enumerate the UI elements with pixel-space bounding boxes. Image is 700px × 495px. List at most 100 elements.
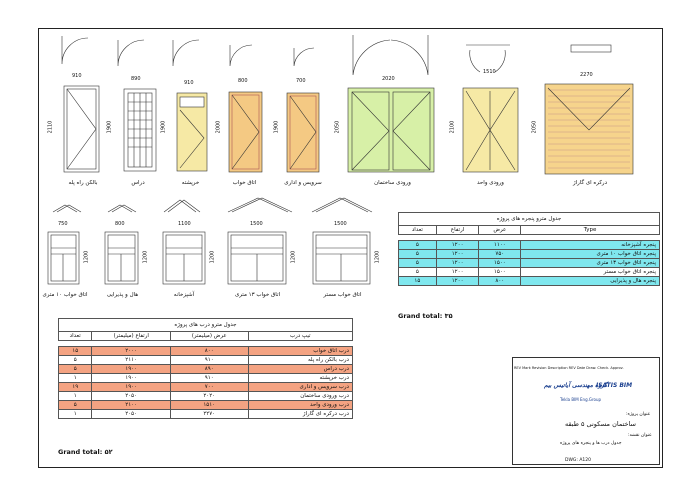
window-4-width: 1500 — [250, 221, 263, 227]
door-cell-h: ۲۱۰۰ — [91, 400, 171, 410]
window-schedule-table: جدول مترو پنجره های پروژه Type عرض ارتفا… — [398, 212, 660, 286]
window-cell-n: ۵ — [398, 267, 437, 277]
company-name-fa: گروه مهندسی آیاتیس بیم — [544, 382, 608, 389]
door-cell-w: ۷۰۰ — [169, 382, 249, 392]
door-4-height: 2000 — [215, 120, 222, 134]
door-cell-w: ۱۵۱۰ — [169, 400, 249, 410]
window-5-width: 1500 — [334, 221, 347, 227]
door-7-width: 1510 — [483, 69, 496, 75]
window-header-height: ارتفاع — [435, 225, 480, 235]
window-4-label: اتاق خواب ۱۳ متری — [234, 292, 281, 298]
sheet-border — [38, 28, 663, 468]
door-cell-name: درب اتاق خواب — [247, 346, 354, 356]
door-header-type: تیپ درب — [247, 331, 354, 341]
window-cell-h: ۱۲۰۰ — [435, 276, 480, 286]
window-cell-h: ۱۲۰۰ — [435, 249, 480, 259]
window-5-label: اتاق خواب مستر — [323, 292, 362, 298]
door-cell-h: ۱۹۰۰ — [91, 364, 171, 374]
door-1-height: 2110 — [47, 120, 54, 134]
door-schedule-title: جدول مترو درب های پروژه — [58, 318, 353, 332]
door-dras-elevation — [117, 39, 157, 172]
door-3-height: 1900 — [160, 120, 167, 134]
door-4-label: اتاق خواب — [232, 180, 257, 186]
door-cell-h: ۱۹۰۰ — [91, 382, 171, 392]
door-5-height: 1900 — [273, 120, 280, 134]
window-cell-n: ۱۵ — [398, 276, 437, 286]
door-7-label: ورودی واحد — [477, 180, 504, 186]
door-1-label: بالکن راه پله — [68, 180, 98, 186]
window-cell-name: پنجره آشپزخانه — [520, 240, 660, 250]
window-cell-name: پنجره اتاق خواب مستر — [520, 267, 660, 277]
door-cell-name: درب دراس — [247, 364, 354, 374]
window-1-height: 1200 — [83, 250, 90, 264]
window-5-height: 1200 — [374, 250, 381, 264]
door-cell-h: ۱۹۰۰ — [91, 373, 171, 383]
window-cell-w: ۷۵۰ — [478, 249, 522, 259]
window-cell-h: ۱۲۰۰ — [435, 240, 480, 250]
door-cell-n: ۱ — [57, 391, 93, 401]
window-cell-n: ۵ — [398, 258, 437, 268]
door-cell-n: ۱۵ — [57, 346, 93, 356]
door-8-width: 2270 — [580, 72, 593, 78]
door-cell-n: ۱ — [57, 373, 93, 383]
door-cell-n: ۵ — [57, 364, 93, 374]
title-block — [512, 357, 660, 465]
window-cell-n: ۵ — [398, 240, 437, 250]
door-cell-w: ۸۹۰ — [169, 364, 249, 374]
window-header-width: عرض — [478, 225, 522, 235]
door-cell-h: ۲۰۵۰ — [91, 391, 171, 401]
revision-header: REV Mark Revision Description REV Date D… — [514, 366, 624, 370]
door-cell-w: ۹۱۰ — [169, 373, 249, 383]
door-3-label: خرپشته — [181, 180, 200, 186]
door-6-height: 2050 — [334, 120, 341, 134]
window-cell-w: ۱۱۰۰ — [478, 240, 522, 250]
tekla-group: Tekla BIM Eng.Group — [560, 397, 602, 402]
door-1-width: 910 — [72, 73, 82, 79]
door-cell-w: ۹۱۰ — [169, 355, 249, 365]
window-header-count: تعداد — [398, 225, 437, 235]
sheet-title: جدول درب ها و پنجره های پروژه — [560, 441, 622, 446]
door-cell-w: ۲۰۲۰ — [169, 391, 249, 401]
door-5-width: 700 — [296, 78, 306, 84]
window-cell-name: پنجره اتاق خواب ۱۰ متری — [520, 249, 660, 259]
company-name-en: ISATIS BIM — [596, 382, 633, 389]
door-cell-name: درب ورودی ساختمان — [247, 391, 354, 401]
window-schedule-title: جدول مترو پنجره های پروژه — [398, 212, 660, 226]
door-cell-name: درب خرپشته — [247, 373, 354, 383]
window-2-height: 1200 — [142, 250, 149, 264]
door-8-height: 2050 — [531, 120, 538, 134]
window-cell-w: ۸۰۰ — [478, 276, 522, 286]
sheet-title-label: عنوان نقشه: — [628, 433, 652, 438]
project-name: ساختمان مسکونی ۵ طبقه — [565, 420, 636, 428]
window-cell-n: ۵ — [398, 249, 437, 259]
door-8-label: درکره ای گاراژ — [572, 180, 608, 186]
window-cell-w: ۱۵۰۰ — [478, 258, 522, 268]
door-cell-w: ۸۰۰ — [169, 346, 249, 356]
window-1-label: اتاق خواب ۱۰ متری — [42, 292, 88, 298]
window-2-label: هال و پذیرایی — [106, 292, 139, 298]
window-cell-name: پنجره هال و پذیرایی — [520, 276, 660, 286]
door-cell-name: درب درکره ای گاراژ — [247, 409, 354, 419]
door-kharposhte-elevation — [172, 39, 200, 67]
door-cell-h: ۲۰۵۰ — [91, 409, 171, 419]
door-6-label: ورودی ساختمان — [374, 180, 411, 186]
door-cell-n: ۱ — [57, 409, 93, 419]
window-3-height: 1200 — [209, 250, 216, 264]
door-2-height: 1900 — [106, 120, 113, 134]
window-cell-name: پنجره اتاق خواب ۱۳ متری — [520, 258, 660, 268]
door-header-height: ارتفاع (میلیمتر) — [91, 331, 171, 341]
door-5-label: سرویس و اداری — [284, 180, 322, 186]
door-cell-w: ۲۲۷۰ — [169, 409, 249, 419]
window-3-label: آشپزخانه — [173, 292, 195, 298]
